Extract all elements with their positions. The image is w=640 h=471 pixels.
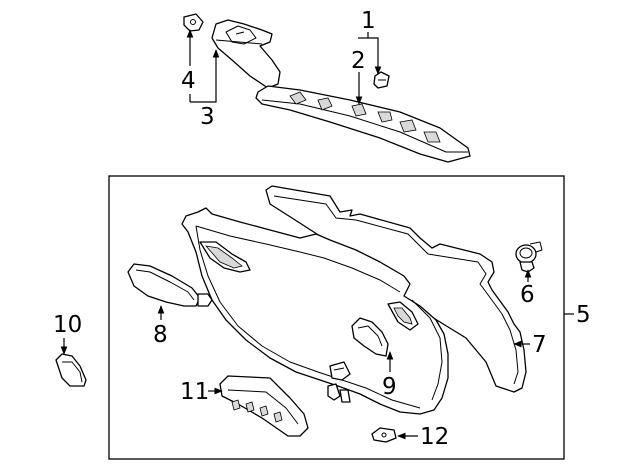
callout-1: 1 [361, 8, 376, 34]
callout-5: 5 [576, 302, 591, 328]
part-11-storage-tray [219, 375, 309, 437]
callout-12: 12 [420, 424, 449, 450]
callout-10: 10 [53, 312, 82, 338]
part-10-cover [55, 353, 87, 387]
part-1-clip [373, 71, 390, 89]
callout-3: 3 [200, 104, 215, 130]
part-5-main-trim-panel [181, 207, 449, 415]
part-4-clip [183, 13, 204, 32]
part-3-trim-bracket [211, 19, 281, 89]
part-12-clip [371, 427, 397, 443]
part-8-side-cover [127, 263, 213, 307]
callout-7: 7 [532, 332, 547, 358]
part-2-garnish-panel [255, 85, 471, 163]
callout-9: 9 [382, 374, 397, 400]
part-6-push-pin [515, 241, 543, 273]
callout-6: 6 [520, 282, 535, 308]
callout-labels: 1 2 3 4 5 6 7 8 9 10 11 12 [53, 8, 591, 450]
callout-2: 2 [351, 48, 366, 74]
part-9-inner-cover [351, 317, 389, 357]
callout-8: 8 [153, 322, 168, 348]
callout-4: 4 [181, 68, 196, 94]
callout-11: 11 [180, 379, 209, 405]
leader-lines [60, 29, 574, 440]
assembly-frame [108, 175, 565, 460]
